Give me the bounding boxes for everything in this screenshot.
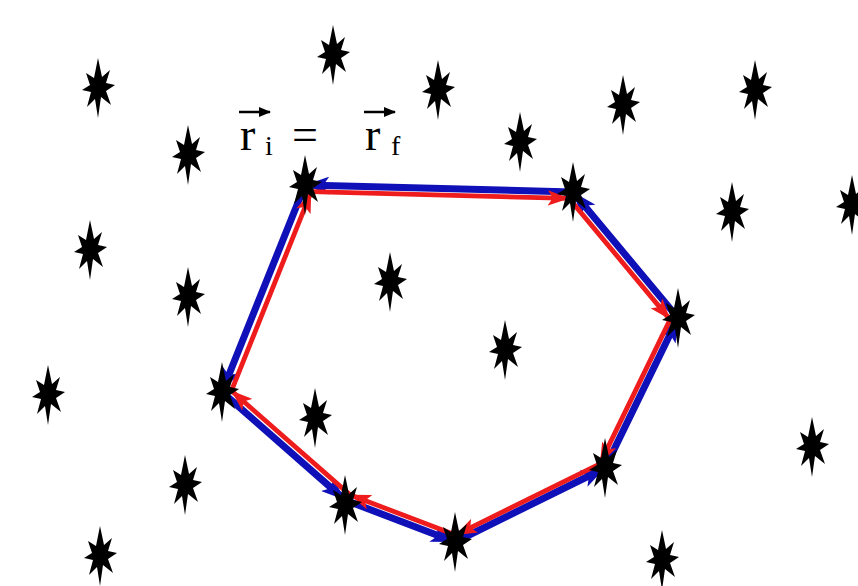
scatterer: [607, 75, 640, 135]
subscript: f: [391, 132, 400, 160]
scatterer: [317, 25, 350, 85]
blue-segment: [455, 468, 605, 542]
scatterer: [82, 58, 115, 118]
scatterer: [557, 162, 590, 222]
scatterers: [32, 25, 858, 586]
subscript: i: [265, 132, 273, 160]
blue-segment: [222, 392, 345, 500]
scatterer: [439, 512, 472, 572]
scatterer: [422, 60, 455, 120]
scatterer: [32, 365, 65, 425]
scatterer: [739, 60, 772, 120]
equals-sign: =: [292, 112, 318, 158]
scatterer: [289, 155, 322, 215]
scatterer: [504, 112, 537, 172]
scatterer: [646, 530, 679, 586]
red-segment: [231, 192, 311, 391]
vector-symbol: r: [365, 112, 380, 158]
scatterer: [329, 475, 362, 535]
scatterer: [169, 455, 202, 515]
scatterer: [589, 438, 622, 498]
scatterer: [299, 388, 332, 448]
scatterer: [84, 526, 117, 586]
vector-symbol: r: [240, 112, 255, 158]
scatterer: [489, 320, 522, 380]
red-segment: [456, 464, 600, 535]
scatterer: [206, 362, 239, 422]
scatterer: [716, 182, 749, 242]
blue-segment: [605, 318, 678, 468]
red-segment: [350, 495, 456, 535]
red-path: [231, 192, 670, 535]
red-segment: [311, 192, 569, 199]
scatterer: [796, 417, 829, 477]
scatterer: [836, 175, 858, 235]
blue-segment: [345, 500, 455, 542]
blue-segment: [573, 192, 678, 318]
scatterer: [662, 288, 695, 348]
scatterer: [172, 125, 205, 185]
red-segment: [569, 198, 670, 319]
scatterer: [374, 252, 407, 312]
scatterer: [172, 267, 205, 327]
blue-segment: [222, 185, 305, 392]
scatterer: [74, 220, 107, 280]
blue-path: [222, 185, 678, 542]
red-segment: [600, 320, 670, 464]
red-segment: [231, 391, 349, 495]
